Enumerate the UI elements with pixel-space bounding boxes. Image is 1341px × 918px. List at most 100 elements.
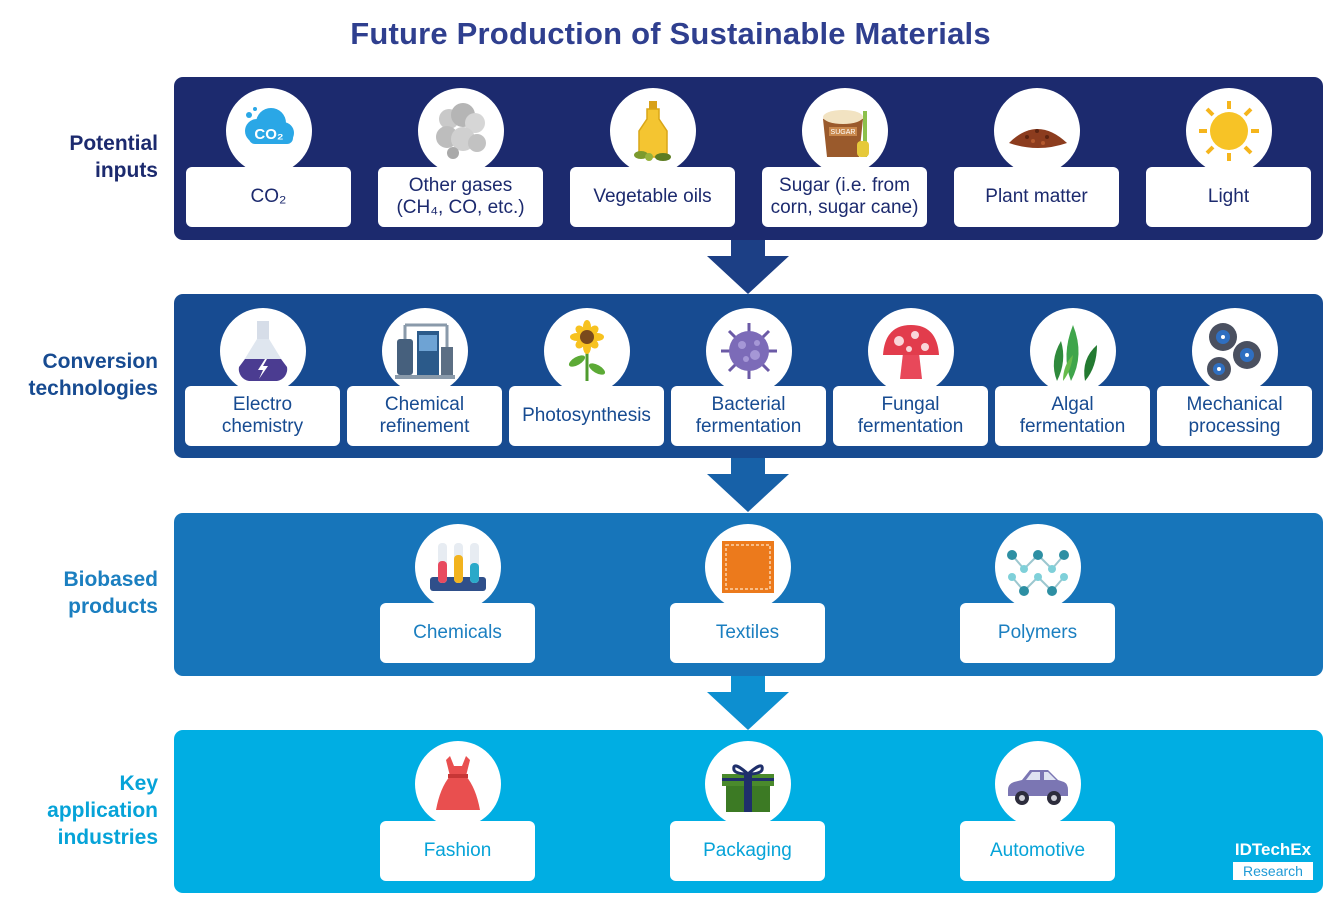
card-label-line: Polymers: [997, 622, 1078, 643]
card-label-line: Electro: [232, 394, 293, 415]
row-label-line: products: [68, 595, 158, 618]
card-label-line: Plant matter: [985, 186, 1088, 207]
row-label-line: Conversion: [42, 350, 158, 373]
card-label-line: fermentation: [695, 416, 802, 437]
algae-icon-badge: [1029, 308, 1116, 394]
gift-box-icon-badge: [704, 741, 791, 827]
sugar-sack-icon: SUGAR: [811, 97, 879, 165]
row-label-line: Key: [119, 772, 158, 795]
gears-icon: [1201, 317, 1269, 385]
fabric-icon: [714, 533, 782, 601]
idtechex-logo: IDTechEx Research: [1233, 840, 1313, 880]
dress-icon-badge: [414, 741, 501, 827]
plant-matter-icon-badge: [993, 88, 1080, 174]
card-label-line: Chemicals: [413, 622, 502, 643]
card-vegetable-oils: Vegetable oils: [570, 167, 735, 227]
card-label-line: Algal: [1051, 394, 1094, 415]
card-plant-matter: Plant matter: [954, 167, 1119, 227]
test-tubes-icon-badge: [414, 524, 501, 610]
row-label-line: technologies: [28, 377, 158, 400]
co2-cloud-icon-badge: CO₂: [225, 88, 312, 174]
flask-icon-badge: [219, 308, 306, 394]
card-other-gases-ch-co-etc: Other gases(CH₄, CO, etc.): [378, 167, 543, 227]
card-label-line: Vegetable oils: [593, 186, 712, 207]
sunflower-icon: [553, 317, 621, 385]
test-tubes-icon: [424, 533, 492, 601]
card-label-line: Textiles: [715, 622, 780, 643]
card-polymers: Polymers: [960, 603, 1115, 663]
oil-bottle-icon: [619, 97, 687, 165]
card-label-line: Bacterial: [711, 394, 786, 415]
car-icon: [1004, 750, 1072, 818]
plant-matter-icon: [1003, 97, 1071, 165]
row-label-line: Biobased: [63, 568, 158, 591]
logo-subtitle: Research: [1233, 862, 1313, 880]
sugar-sack-icon-badge: SUGAR: [801, 88, 888, 174]
card-label-line: processing: [1188, 416, 1281, 437]
svg-text:CO₂: CO₂: [254, 126, 283, 143]
card-light: Light: [1146, 167, 1311, 227]
flask-icon: [229, 317, 297, 385]
sunflower-icon-badge: [543, 308, 630, 394]
card-label-line: Packaging: [703, 840, 792, 861]
card-label-line: corn, sugar cane): [770, 197, 919, 218]
card-packaging: Packaging: [670, 821, 825, 881]
card-label-line: fermentation: [1019, 416, 1126, 437]
row-label-line: inputs: [95, 159, 158, 182]
card-textiles: Textiles: [670, 603, 825, 663]
flow-arrow: [707, 458, 789, 519]
card-co: CO₂: [186, 167, 351, 227]
row-label-line: Potential: [69, 132, 158, 155]
row-label-biobased-products: Biobased products: [0, 566, 158, 620]
dress-icon: [424, 750, 492, 818]
co2-cloud-icon: CO₂: [235, 97, 303, 165]
card-label-line: Light: [1207, 186, 1250, 207]
car-icon-badge: [994, 741, 1081, 827]
card-label-line: Fashion: [423, 840, 492, 861]
sun-icon: [1195, 97, 1263, 165]
algae-icon: [1039, 317, 1107, 385]
card-label-line: CO₂: [250, 186, 287, 207]
flow-arrow: [707, 240, 789, 301]
card-label-line: Other gases: [408, 175, 513, 196]
card-chemicals: Chemicals: [380, 603, 535, 663]
gears-icon-badge: [1191, 308, 1278, 394]
oil-bottle-icon-badge: [609, 88, 696, 174]
card-fashion: Fashion: [380, 821, 535, 881]
gift-box-icon: [714, 750, 782, 818]
refinery-icon: [391, 317, 459, 385]
flow-arrow: [707, 676, 789, 737]
gas-cloud-icon-badge: [417, 88, 504, 174]
card-label-line: Automotive: [989, 840, 1086, 861]
sun-icon-badge: [1185, 88, 1272, 174]
fabric-icon-badge: [704, 524, 791, 610]
bacteria-icon-badge: [705, 308, 792, 394]
card-label-line: Sugar (i.e. from: [779, 175, 910, 196]
card-label-line: Mechanical: [1186, 394, 1283, 415]
row-label-conversion-technologies: Conversion technologies: [0, 348, 158, 402]
card-label-line: Chemical: [384, 394, 465, 415]
card-label-line: chemistry: [221, 416, 304, 437]
polymer-chain-icon-badge: [994, 524, 1081, 610]
band-potential-inputs: [174, 77, 1323, 240]
card-label-line: Fungal: [881, 394, 940, 415]
refinery-icon-badge: [381, 308, 468, 394]
bacteria-icon: [715, 317, 783, 385]
gas-cloud-icon: [427, 97, 495, 165]
polymer-chain-icon: [1004, 533, 1072, 601]
mushroom-icon: [877, 317, 945, 385]
page-title: Future Production of Sustainable Materia…: [350, 16, 991, 51]
row-label-line: industries: [57, 826, 158, 849]
card-label-line: Photosynthesis: [522, 405, 651, 426]
card-label-line: (CH₄, CO, etc.): [396, 197, 525, 218]
row-label-potential-inputs: Potential inputs: [0, 130, 158, 184]
card-label-line: refinement: [379, 416, 470, 437]
svg-text:SUGAR: SUGAR: [830, 129, 855, 136]
